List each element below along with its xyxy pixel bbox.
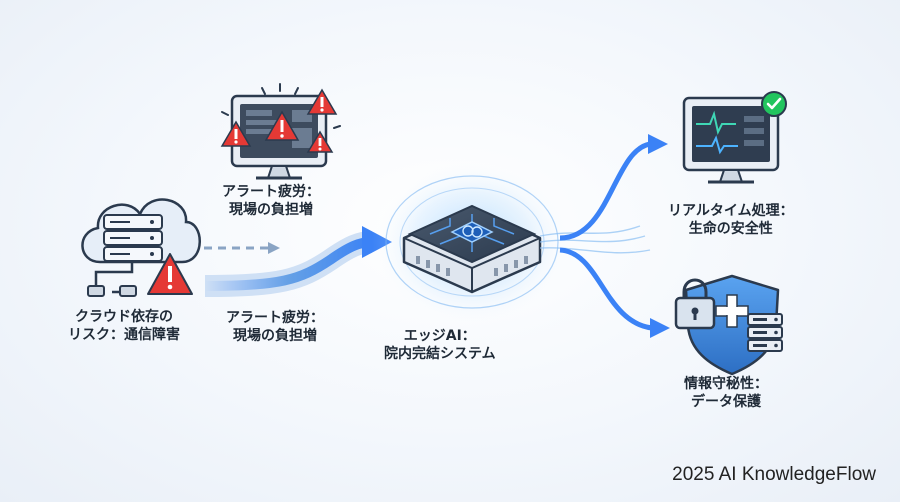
label-line: リアルタイム処理： bbox=[668, 203, 794, 219]
label-line: 現場の負担増 bbox=[233, 328, 317, 344]
label-line: 情報守秘性： bbox=[684, 376, 768, 392]
label-line: 生命の安全性 bbox=[688, 221, 773, 237]
label-line: アラート疲労： bbox=[226, 310, 324, 326]
label-line: アラート疲労： bbox=[222, 184, 320, 200]
warning-icon bbox=[147, 253, 193, 295]
footer-credit: 2025 AI KnowledgeFlow bbox=[672, 464, 876, 485]
label-line: 現場の負担増 bbox=[229, 202, 313, 218]
label-line: クラウド依存の bbox=[75, 309, 173, 325]
output-streams bbox=[539, 225, 651, 254]
label-edge-ai: エッジAI： 院内完結システム bbox=[384, 327, 496, 363]
label-line: リスク：通信障害 bbox=[68, 327, 180, 343]
label-alert-fatigue-mid: アラート疲労： 現場の負担増 bbox=[226, 309, 324, 345]
label-realtime: リアルタイム処理： 生命の安全性 bbox=[668, 202, 794, 238]
label-cloud-risk: クラウド依存の リスク：通信障害 bbox=[68, 308, 180, 344]
flow-arrow bbox=[204, 226, 392, 297]
arrow-down-right bbox=[559, 247, 670, 338]
vitals-monitor-icon bbox=[682, 96, 780, 184]
alert-monitor-icon bbox=[220, 83, 341, 180]
label-line: エッジAI： bbox=[403, 328, 476, 344]
check-icon bbox=[761, 91, 787, 117]
cloud-server-icon bbox=[81, 198, 201, 297]
arrow-up-right bbox=[559, 134, 668, 241]
edge-ai-chip-icon bbox=[372, 160, 572, 324]
shield-lock-icon bbox=[674, 274, 783, 376]
dashed-arrow bbox=[204, 242, 280, 254]
label-line: 院内完結システム bbox=[384, 346, 496, 362]
label-privacy: 情報守秘性： データ保護 bbox=[684, 375, 768, 411]
label-line: データ保護 bbox=[691, 394, 761, 410]
label-alert-fatigue-top: アラート疲労： 現場の負担増 bbox=[222, 183, 320, 219]
